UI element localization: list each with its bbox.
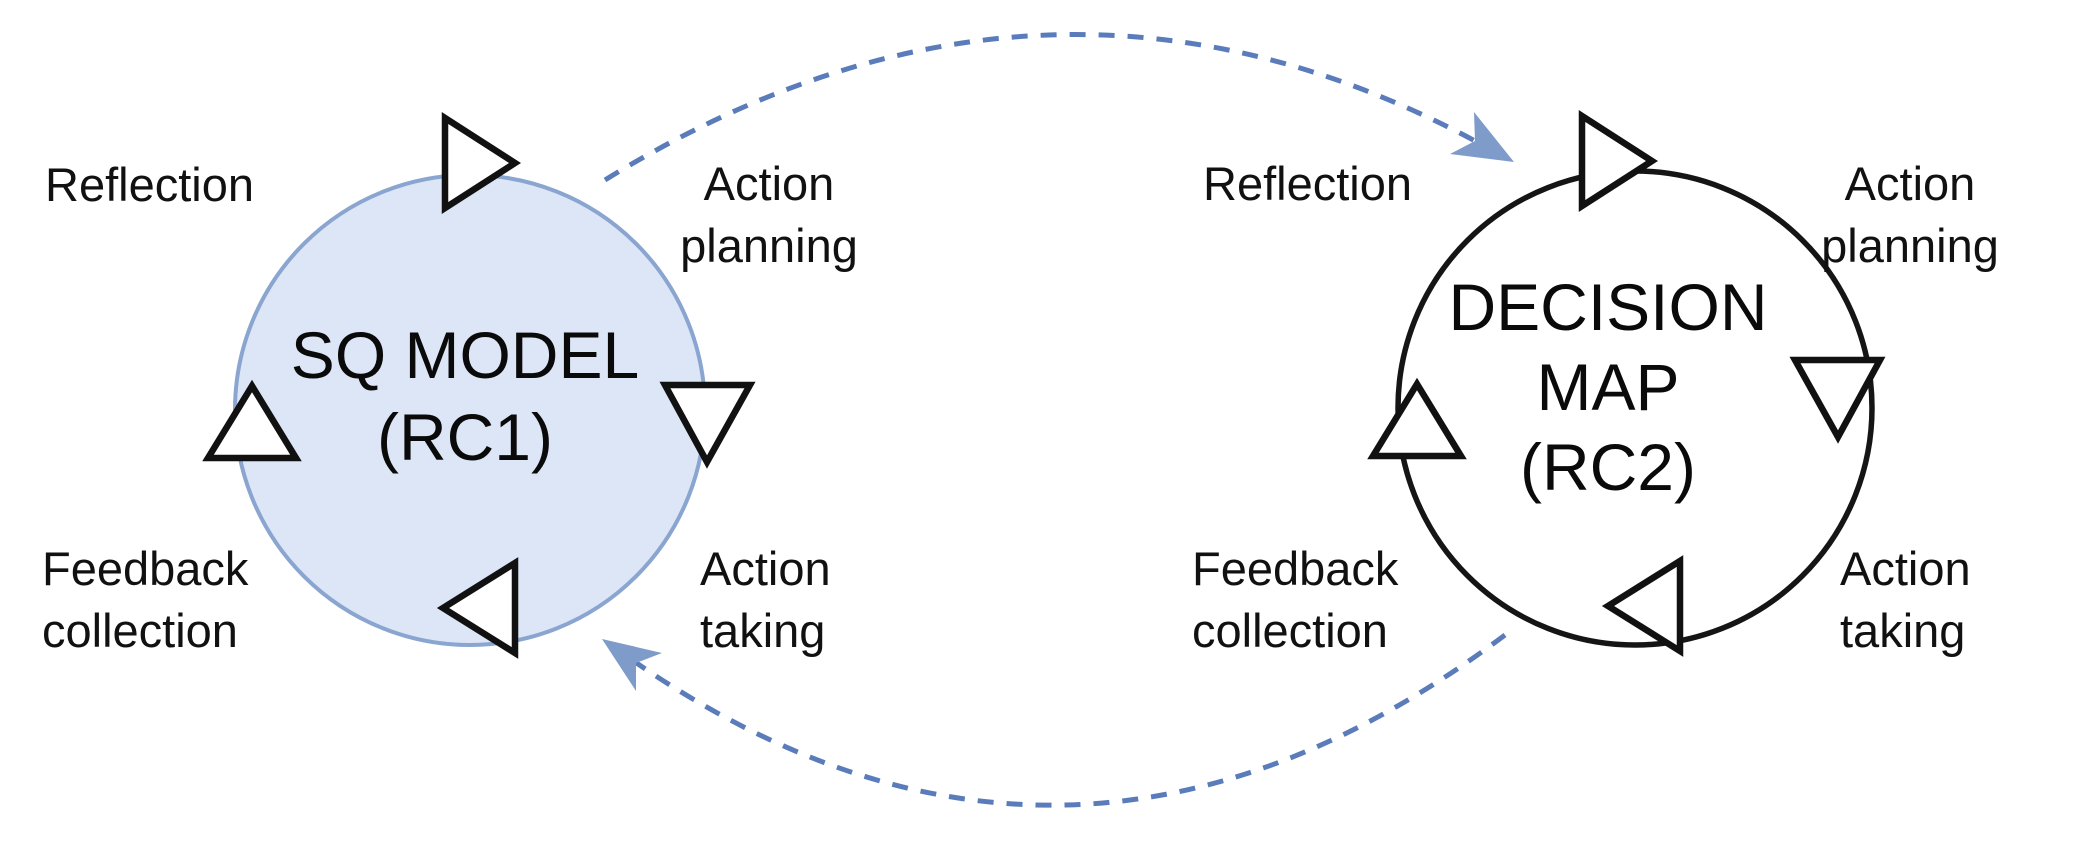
arrowhead-rc2-to-rc1-icon xyxy=(602,639,662,691)
rc1-arrow-left-icon xyxy=(202,379,302,462)
rc1-label-reflection: Reflection xyxy=(45,158,254,211)
rc2-title-line2: MAP xyxy=(1536,350,1679,424)
rc2-label-action-planning-line1: Action xyxy=(1845,157,1976,210)
rc1-arrow-top-icon xyxy=(441,112,522,214)
rc2-label-feedback-collection-line1: Feedback xyxy=(1192,542,1399,595)
rc1-title-line2: (RC1) xyxy=(377,400,553,474)
rc2-arrow-left-icon xyxy=(1367,377,1467,460)
rc1-arrow-right-icon xyxy=(659,381,756,469)
rc2-label-action-planning-line2: planning xyxy=(1821,219,1999,272)
rc1-title-line1: SQ MODEL xyxy=(291,318,639,392)
rc2-title-line1: DECISION xyxy=(1448,270,1767,344)
rc1-label-action-planning-line2: planning xyxy=(680,219,858,272)
rc1-label-action-planning-line1: Action xyxy=(704,157,835,210)
rc2-label-action-taking-line1: Action xyxy=(1840,542,1971,595)
rc1-label-feedback-collection-line1: Feedback xyxy=(42,542,249,595)
rc1-label-feedback-collection-line2: collection xyxy=(42,604,238,657)
rc1-label-action-taking-line1: Action xyxy=(700,542,831,595)
rc1-cycle-circle xyxy=(235,175,705,645)
connector-rc1-to-rc2 xyxy=(603,32,1490,183)
rc2-arrow-top-icon xyxy=(1578,110,1659,212)
rc2-label-action-taking-line2: taking xyxy=(1840,604,1965,657)
rc2-title-line3: (RC2) xyxy=(1520,430,1696,504)
connector-rc2-to-rc1 xyxy=(623,632,1507,808)
arrowhead-rc1-to-rc2-icon xyxy=(1450,112,1514,162)
rc1-arrow-bottom-icon xyxy=(436,557,519,659)
rc2-arrow-right-icon xyxy=(1789,356,1886,444)
rc1-label-action-taking-line2: taking xyxy=(700,604,825,657)
rc2-cycle-circle xyxy=(1398,171,1872,645)
rc2-arrow-bottom-icon xyxy=(1601,555,1684,657)
rc2-label-feedback-collection-line2: collection xyxy=(1192,604,1388,657)
rc2-label-reflection: Reflection xyxy=(1203,157,1412,210)
